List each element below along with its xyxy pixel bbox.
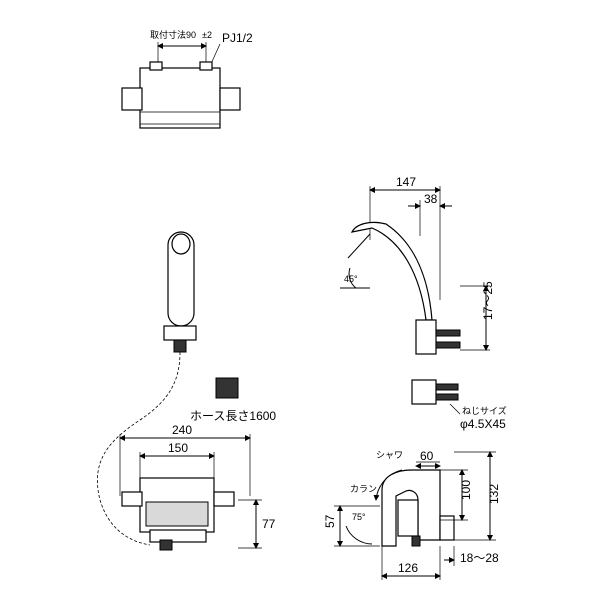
dim-17-25: 17～25 <box>481 281 495 320</box>
top-view: 取付寸法90 ±2 PJ1/2 <box>121 29 253 129</box>
dim-126: 126 <box>398 561 418 575</box>
hose-length-label: ホース長さ1600 <box>190 409 276 423</box>
dim-132: 132 <box>487 484 501 504</box>
lower-screw-bottom <box>435 393 459 401</box>
front-view: ホース長さ1600 240 150 77 <box>97 231 276 551</box>
thread-label: PJ1/2 <box>222 31 253 45</box>
angle-75: 75° <box>352 512 366 522</box>
spout-base <box>149 529 207 543</box>
shower-label: シャワ <box>376 450 403 460</box>
mount-pitch-tolerance: ±2 <box>202 30 212 40</box>
front-left-cap <box>121 491 143 507</box>
lower-screw-top <box>435 383 459 391</box>
hose-fitting <box>173 339 187 353</box>
shower-grip-nut <box>163 325 197 341</box>
upper-screw-bottom <box>435 341 461 349</box>
screw-size-label: ねじサイズ <box>462 405 507 416</box>
right-inlet <box>199 61 213 71</box>
dim-18-28: 18～28 <box>460 551 499 565</box>
angle-45: 45° <box>344 274 358 284</box>
shower-face <box>171 233 191 255</box>
left-inlet <box>149 61 163 71</box>
lower-bracket <box>411 379 437 405</box>
mixer-outlet <box>411 535 421 547</box>
mixer-panel <box>145 501 209 527</box>
mount-pitch-label: 取付寸法90 <box>150 29 196 40</box>
mixer-lever <box>397 499 419 537</box>
dim-38: 38 <box>424 192 438 206</box>
faucet-label: カラン <box>350 484 377 494</box>
dim-150: 150 <box>168 441 188 455</box>
left-cap <box>121 87 143 111</box>
wall-flange <box>439 515 455 541</box>
upper-bracket <box>415 319 437 355</box>
dim-60: 60 <box>420 449 434 463</box>
hose-connector <box>159 539 173 551</box>
dim-100: 100 <box>459 480 473 500</box>
top-body <box>139 67 221 129</box>
dim-57: 57 <box>323 514 337 528</box>
dim-147: 147 <box>396 175 416 189</box>
upper-screw-top <box>435 329 461 337</box>
side-view: 147 38 45° 17～25 ねじサイズ φ4.5X45 シャワ カラン 6… <box>323 175 507 580</box>
right-cap <box>219 87 241 111</box>
dim-77: 77 <box>262 517 276 531</box>
spout-arm <box>350 221 433 321</box>
dim-240: 240 <box>172 423 192 437</box>
shower-hose <box>97 351 181 546</box>
shower-holder <box>215 377 239 399</box>
front-right-cap <box>213 491 235 507</box>
screw-size-value: φ4.5X45 <box>460 417 506 431</box>
